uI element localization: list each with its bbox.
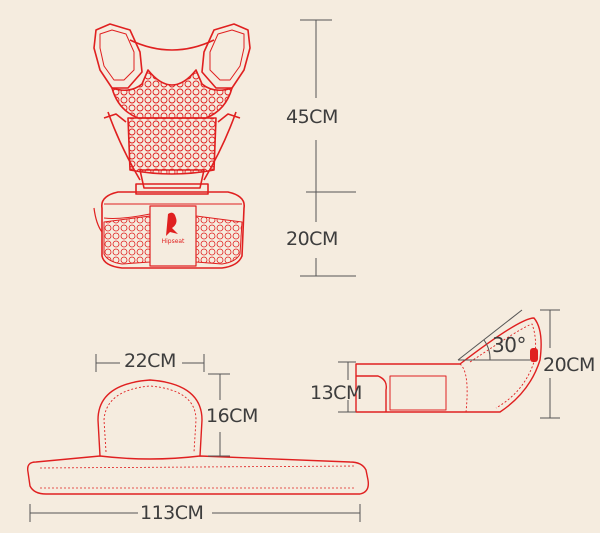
brand-logo-mark: Hipseat xyxy=(162,212,185,245)
front-dimension-lines xyxy=(300,19,356,277)
panel-width-label: 22CM xyxy=(124,350,176,372)
seat-height-label: 13CM xyxy=(310,382,362,404)
seat-depth-label: 20CM xyxy=(543,354,595,376)
side-dimension-lines xyxy=(338,309,560,419)
belt-length-label: 113CM xyxy=(140,502,204,524)
svg-text:Hipseat: Hipseat xyxy=(162,238,185,245)
carrier-front-view xyxy=(93,23,251,269)
height-top-label: 45CM xyxy=(286,106,338,128)
panel-height-label: 16CM xyxy=(206,405,258,427)
height-bottom-label: 20CM xyxy=(286,228,338,250)
carrier-flat-view xyxy=(26,379,370,495)
angle-label: 30° xyxy=(492,333,526,357)
hipseat-side-view xyxy=(355,317,542,413)
flat-dimension-lines xyxy=(29,354,361,522)
